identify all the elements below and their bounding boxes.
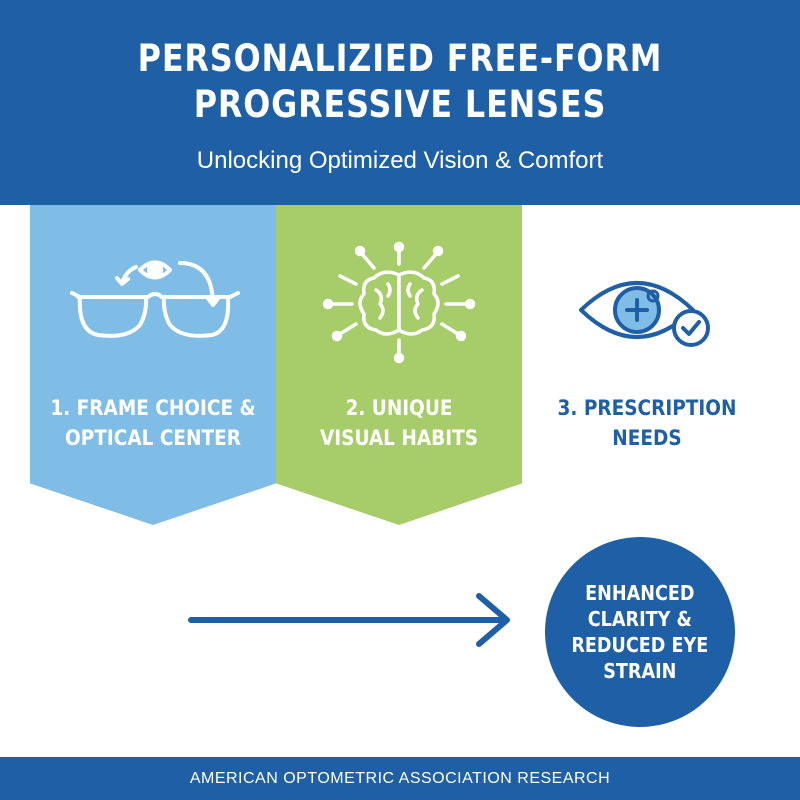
- page-subtitle: Unlocking Optimized Vision & Comfort: [196, 147, 604, 174]
- brain-icon: [322, 241, 476, 364]
- factor-1-line-1: 1. FRAME CHOICE &: [50, 396, 256, 420]
- factor-label-frame-choice: 1. FRAME CHOICE & OPTICAL CENTER: [45, 393, 261, 453]
- factor-card-frame-choice: 1. FRAME CHOICE & OPTICAL CENTER: [30, 205, 276, 525]
- title-line-1: PERSONALIZIED FREE-FORM: [137, 37, 663, 80]
- footer-source-text: AMERICAN OPTOMETRIC ASSOCIATION RESEARCH: [189, 770, 611, 787]
- result-line-4: STRAIN: [603, 659, 677, 683]
- result-circle: ENHANCED CLARITY & REDUCED EYE STRAIN: [545, 537, 735, 727]
- factor-label-prescription-needs: 3. PRESCRIPTION NEEDS: [537, 393, 757, 453]
- eyeglasses-icon: [70, 260, 240, 338]
- factor-card-visual-habits: 2. UNIQUE VISUAL HABITS: [276, 205, 522, 525]
- result-text: ENHANCED CLARITY & REDUCED EYE STRAIN: [572, 580, 709, 684]
- page-title: PERSONALIZIED FREE-FORM PROGRESSIVE LENS…: [56, 36, 744, 128]
- header-banner: PERSONALIZIED FREE-FORM PROGRESSIVE LENS…: [0, 0, 800, 205]
- footer-banner: AMERICAN OPTOMETRIC ASSOCIATION RESEARCH: [0, 757, 800, 800]
- factor-3-line-2: NEEDS: [612, 426, 682, 450]
- right-arrow-icon: [188, 593, 510, 647]
- result-line-1: ENHANCED: [585, 581, 695, 605]
- factor-card-prescription-needs: 3. PRESCRIPTION NEEDS: [522, 205, 772, 525]
- factor-1-line-2: OPTICAL CENTER: [65, 426, 241, 450]
- factor-2-line-2: VISUAL HABITS: [319, 426, 479, 450]
- factor-2-line-1: 2. UNIQUE: [345, 396, 453, 420]
- factor-label-visual-habits: 2. UNIQUE VISUAL HABITS: [291, 393, 507, 453]
- factor-3-line-1: 3. PRESCRIPTION: [557, 396, 737, 420]
- title-line-2: PROGRESSIVE LENSES: [193, 83, 607, 126]
- result-line-3: REDUCED EYE: [571, 633, 709, 657]
- result-line-2: CLARITY &: [587, 607, 693, 631]
- eye-lens-check-icon: [579, 281, 710, 347]
